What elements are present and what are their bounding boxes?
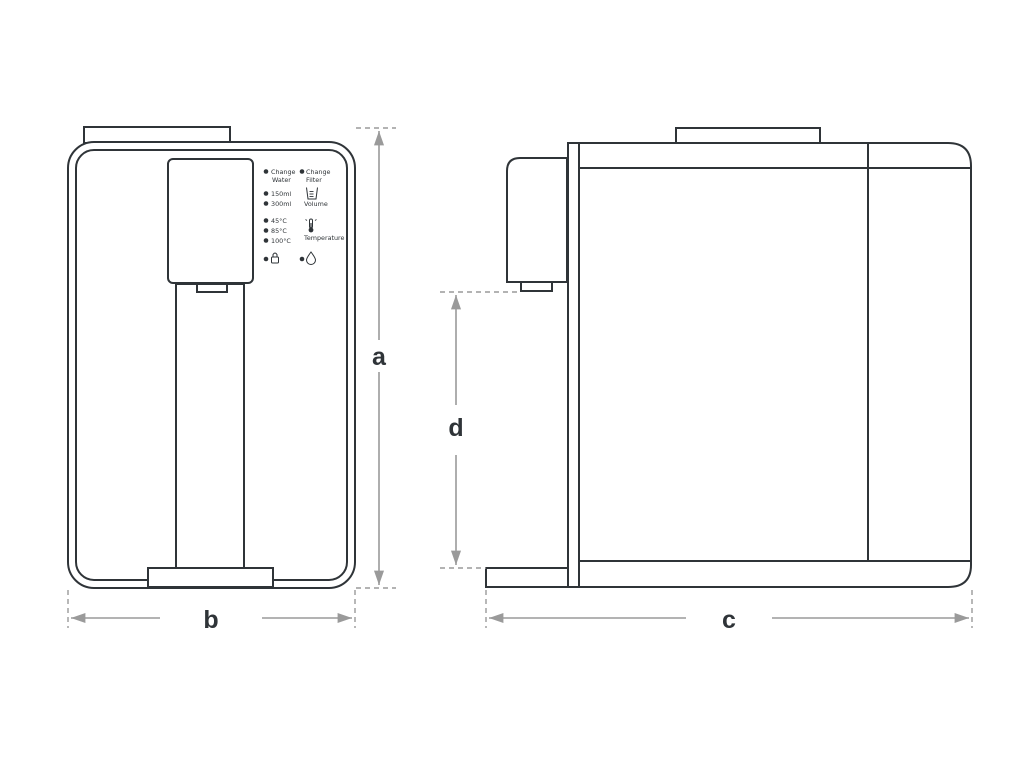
water-drop-icon <box>305 251 317 265</box>
change-filter-label-line2: Filter <box>306 176 322 184</box>
side-base-plate <box>485 567 571 588</box>
dispenser-head <box>167 158 254 284</box>
side-front-panel <box>567 142 580 588</box>
front-top-lid <box>83 126 231 144</box>
change-water-label-line2: Water <box>272 176 291 184</box>
side-nozzle <box>520 281 553 292</box>
temp-45-option[interactable]: 45°C <box>263 217 288 225</box>
temp-45-label: 45°C <box>271 217 287 225</box>
drip-tray <box>147 567 274 588</box>
control-panel: Change Water Change Filter 150ml 300ml <box>263 168 345 265</box>
side-main-body <box>578 142 972 588</box>
dimension-c-label: c <box>722 606 736 634</box>
thermometer-icon <box>305 218 317 233</box>
dimension-b: b <box>67 590 356 634</box>
volume-label: Volume <box>304 200 328 208</box>
change-filter-label-line1: Change <box>306 168 331 176</box>
temp-85-label: 85°C <box>271 227 287 235</box>
volume-150-option[interactable]: 150ml <box>263 190 292 198</box>
volume-button[interactable]: Volume <box>304 187 328 209</box>
temp-100-label: 100°C <box>271 237 291 245</box>
change-filter-button[interactable]: Change Filter <box>299 168 331 184</box>
dimension-a-label: a <box>372 343 387 371</box>
change-water-button[interactable]: Change Water <box>263 168 296 184</box>
volume-300-option[interactable]: 300ml <box>263 200 292 208</box>
temp-100-option[interactable]: 100°C <box>263 237 292 245</box>
dispense-button[interactable] <box>299 251 317 265</box>
side-view <box>485 127 972 588</box>
side-dispenser-head <box>506 157 568 283</box>
dimension-b-label: b <box>203 606 218 634</box>
temp-85-option[interactable]: 85°C <box>263 227 288 235</box>
volume-150-label: 150ml <box>271 190 291 198</box>
temperature-button[interactable]: Temperature <box>303 218 345 242</box>
lock-button[interactable] <box>263 252 279 264</box>
volume-300-label: 300ml <box>271 200 291 208</box>
temperature-label: Temperature <box>303 234 345 242</box>
front-view: Change Water Change Filter 150ml 300ml <box>67 126 356 589</box>
dimension-d-label: d <box>448 414 463 442</box>
lock-icon <box>271 252 279 264</box>
dimension-d: d <box>440 291 520 569</box>
change-water-label-line1: Change <box>271 168 296 176</box>
cup-icon <box>306 187 318 200</box>
dimension-c: c <box>485 590 973 634</box>
dimension-a: a <box>356 127 396 589</box>
side-top-lid <box>675 127 821 144</box>
